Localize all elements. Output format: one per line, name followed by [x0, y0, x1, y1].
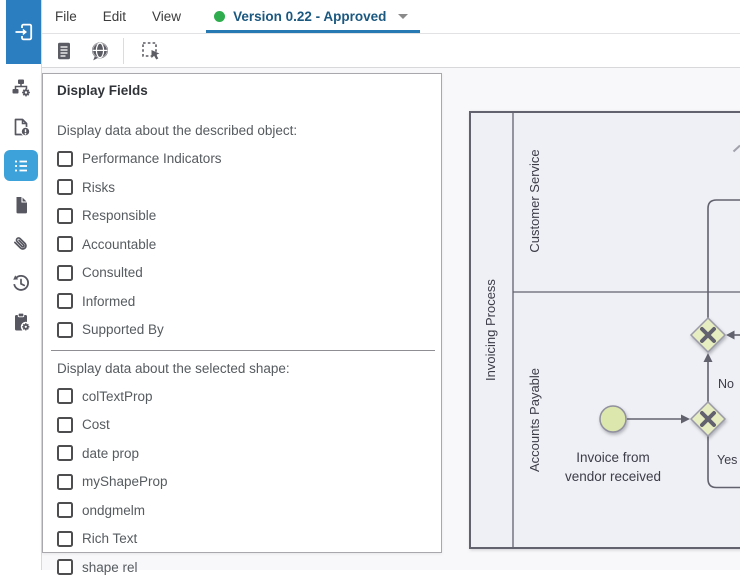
option-performance-indicators[interactable]: Performance Indicators [57, 151, 427, 167]
checkbox[interactable] [57, 179, 73, 195]
version-label: Version 0.22 - Approved [233, 9, 386, 24]
document-report-icon [53, 40, 75, 62]
checkbox[interactable] [57, 531, 73, 547]
sidebar-item-attachments[interactable] [4, 228, 38, 259]
file-alert-icon [10, 116, 32, 138]
option-shape-rel[interactable]: shape rel [57, 559, 427, 575]
start-event[interactable] [600, 406, 626, 432]
start-event-label-line1: Invoice from [576, 450, 650, 465]
globe-comment-button[interactable] [85, 37, 115, 65]
checkbox[interactable] [57, 559, 73, 575]
checkbox[interactable] [57, 293, 73, 309]
paperclip-icon [10, 233, 32, 255]
menu-edit[interactable]: Edit [90, 9, 139, 24]
lane-label-accounts-payable[interactable]: Accounts Payable [527, 368, 542, 472]
sidebar-item-display-fields[interactable] [4, 150, 38, 181]
option-supported-by[interactable]: Supported By [57, 322, 427, 338]
display-fields-panel: Display Fields Display data about the de… [42, 73, 442, 553]
sidebar [0, 0, 42, 570]
checkbox[interactable] [57, 208, 73, 224]
option-ondgmelm[interactable]: ondgmelm [57, 502, 427, 518]
toolbar-separator [123, 38, 124, 64]
multi-select-button[interactable] [136, 37, 166, 65]
panel-divider [51, 350, 435, 351]
sidebar-item-details[interactable] [4, 111, 38, 142]
option-risks[interactable]: Risks [57, 179, 427, 195]
active-tab-underline [206, 30, 420, 33]
option-rich-text[interactable]: Rich Text [57, 531, 427, 547]
sidebar-nav [0, 72, 41, 345]
enter-workspace-icon [13, 21, 35, 43]
checkbox[interactable] [57, 265, 73, 281]
sidebar-item-history[interactable] [4, 267, 38, 298]
described-section-label: Display data about the described object: [57, 123, 427, 138]
sidebar-item-tasks[interactable] [4, 306, 38, 337]
start-event-label-line2: vendor received [565, 469, 661, 484]
option-myshapeprop[interactable]: myShapeProp [57, 474, 427, 490]
document-report-button[interactable] [49, 37, 79, 65]
sidebar-item-process[interactable] [4, 72, 38, 103]
sidebar-item-documents[interactable] [4, 189, 38, 220]
checkbox[interactable] [57, 502, 73, 518]
panel-title: Display Fields [57, 83, 427, 98]
option-responsible[interactable]: Responsible [57, 208, 427, 224]
checkbox[interactable] [57, 445, 73, 461]
multi-select-icon [139, 39, 163, 63]
option-consulted[interactable]: Consulted [57, 265, 427, 281]
menubar: File Edit View Version 0.22 - Approved [42, 0, 740, 34]
pool-label[interactable]: Invoicing Process [483, 279, 498, 381]
checkbox[interactable] [57, 236, 73, 252]
toolbar [42, 34, 740, 68]
menu-file[interactable]: File [42, 9, 90, 24]
checkbox[interactable] [57, 322, 73, 338]
option-accountable[interactable]: Accountable [57, 236, 427, 252]
file-icon [10, 194, 32, 216]
clipboard-gear-icon [10, 311, 32, 333]
history-icon [10, 272, 32, 294]
chevron-down-icon [398, 14, 408, 19]
app-logo[interactable] [6, 0, 41, 64]
lane-label-customer-service[interactable]: Customer Service [527, 149, 542, 252]
globe-comment-icon [89, 40, 111, 62]
checkbox[interactable] [57, 474, 73, 490]
option-informed[interactable]: Informed [57, 293, 427, 309]
option-date-prop[interactable]: date prop [57, 445, 427, 461]
flow-label-no: No [718, 377, 734, 391]
status-dot-icon [214, 11, 225, 22]
list-icon [10, 155, 32, 177]
menu-view[interactable]: View [139, 9, 194, 24]
checkbox[interactable] [57, 151, 73, 167]
shape-section-label: Display data about the selected shape: [57, 361, 427, 376]
option-coltextprop[interactable]: colTextProp [57, 388, 427, 404]
sitemap-gear-icon [10, 77, 32, 99]
flow-label-yes: Yes [717, 453, 737, 467]
checkbox[interactable] [57, 388, 73, 404]
option-cost[interactable]: Cost [57, 417, 427, 433]
checkbox[interactable] [57, 417, 73, 433]
version-selector[interactable]: Version 0.22 - Approved [206, 0, 420, 33]
